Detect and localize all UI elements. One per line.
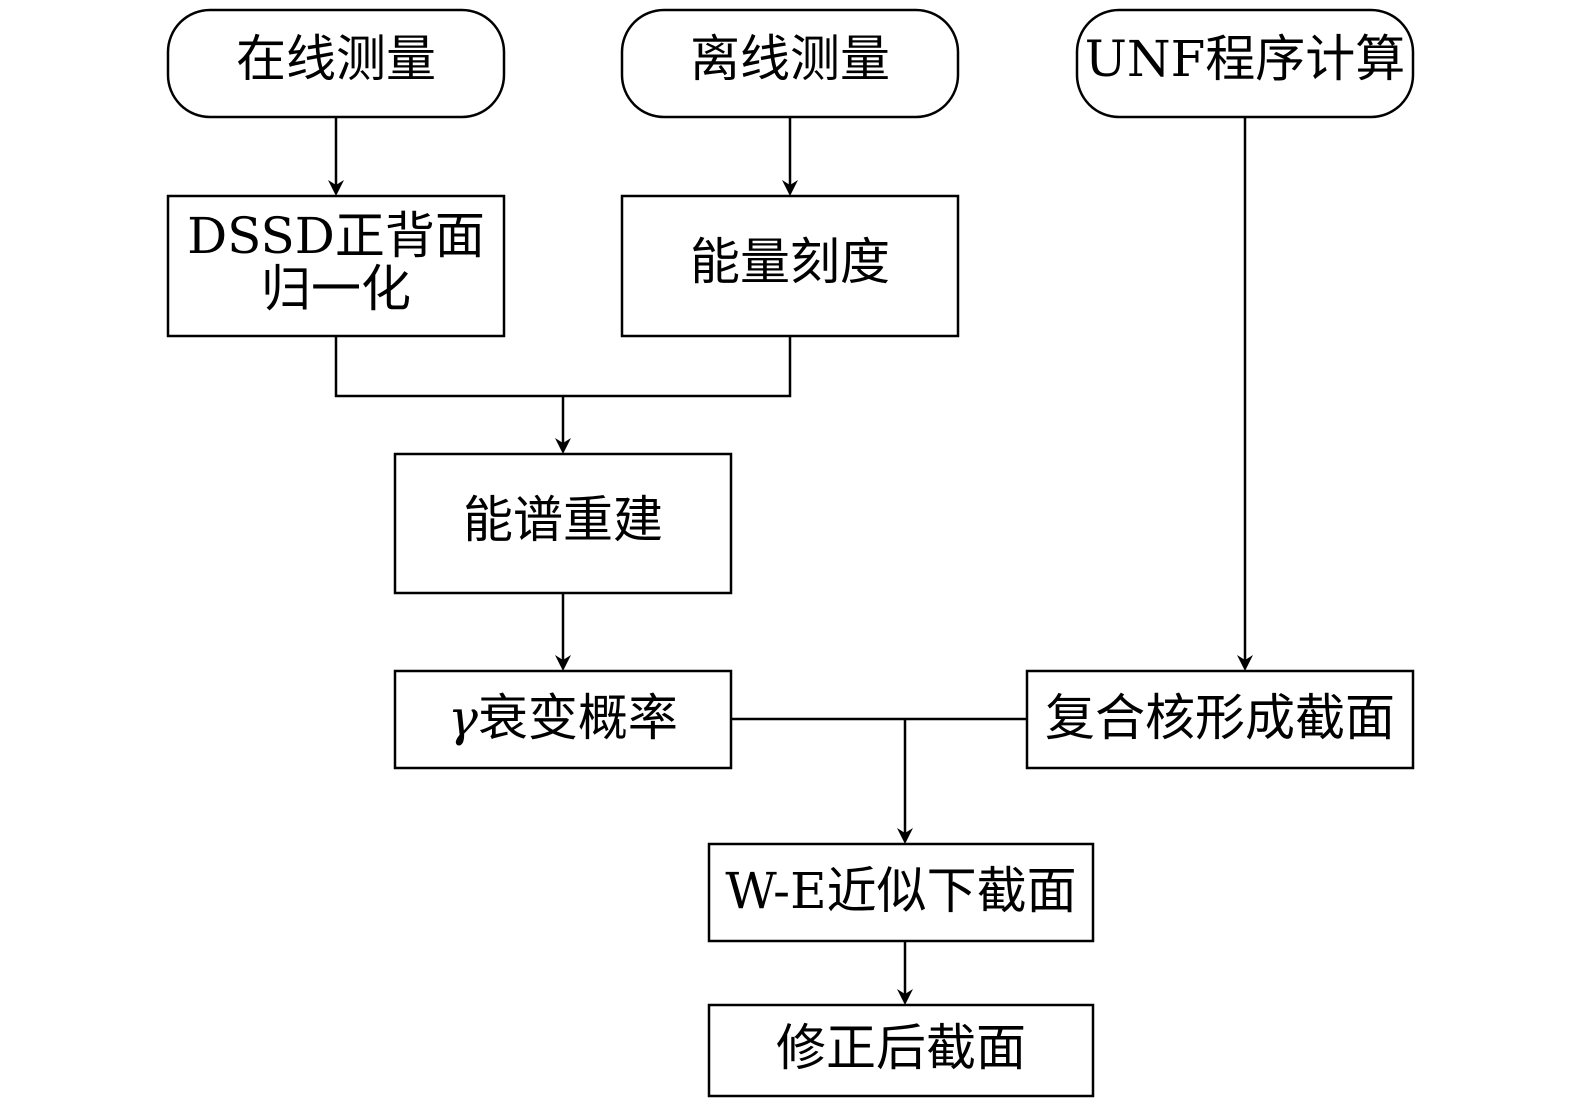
node-offline-measurement-box — [620, 8, 960, 119]
node-energy-calibration-box — [620, 194, 960, 338]
node-spectrum-reconstruction-label: 能谱重建 — [463, 491, 663, 549]
node-compound-formation-cross-section: 复合核形成截面 — [1025, 669, 1415, 770]
gamma-decay-probability-text: 衰变概率 — [478, 689, 678, 747]
node-spectrum-reconstruction: 能谱重建 — [393, 452, 733, 595]
gamma-symbol: γ — [448, 689, 478, 747]
node-gamma-decay-probability-label: γ衰变概率 — [448, 689, 678, 747]
node-corrected-cross-section-label: 修正后截面 — [776, 1019, 1026, 1077]
node-gamma-decay-probability: γ衰变概率 — [393, 669, 733, 770]
node-we-approximation-cross-section-label: W-E近似下截面 — [725, 862, 1076, 920]
node-corrected-cross-section-box — [707, 1003, 1095, 1098]
node-energy-calibration-label: 能量刻度 — [690, 233, 890, 291]
node-we-approximation-cross-section-box — [707, 842, 1095, 943]
node-corrected-cross-section: 修正后截面 — [707, 1003, 1095, 1098]
node-online-measurement-box — [166, 8, 506, 119]
node-spectrum-reconstruction-box — [393, 452, 733, 595]
node-online-measurement-label: 在线测量 — [236, 30, 436, 88]
node-online-measurement: 在线测量 — [166, 8, 506, 119]
node-dssd-normalization-label-line2: 归一化 — [261, 260, 411, 318]
node-we-approximation-cross-section: W-E近似下截面 — [707, 842, 1095, 943]
edges — [328, 117, 1253, 1005]
node-unf-calculation: UNF程序计算 — [1075, 8, 1415, 119]
node-dssd-normalization-box — [166, 194, 506, 338]
node-compound-formation-cross-section-box — [1025, 669, 1415, 770]
node-energy-calibration: 能量刻度 — [620, 194, 960, 338]
node-compound-formation-cross-section-label: 复合核形成截面 — [1045, 689, 1395, 747]
edge-dssd-energy-merge-connector — [334, 336, 792, 398]
node-dssd-normalization: DSSD正背面 归一化 — [166, 194, 506, 338]
node-offline-measurement: 离线测量 — [620, 8, 960, 119]
node-unf-calculation-box — [1075, 8, 1415, 119]
node-dssd-normalization-label-line1: DSSD正背面 — [187, 207, 485, 265]
node-gamma-decay-probability-box — [393, 669, 733, 770]
node-offline-measurement-label: 离线测量 — [690, 30, 890, 88]
node-unf-calculation-label: UNF程序计算 — [1085, 30, 1406, 88]
